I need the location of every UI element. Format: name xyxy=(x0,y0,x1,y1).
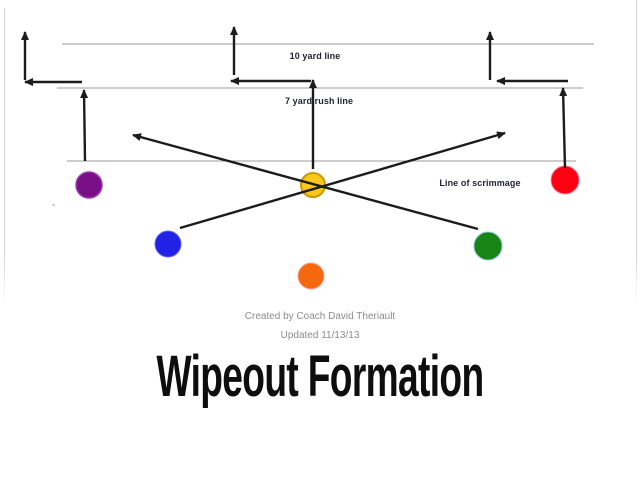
back-orange-player xyxy=(297,262,325,290)
slide-left-edge xyxy=(4,8,5,302)
slide-right-edge xyxy=(636,0,637,302)
receiver-purple-player xyxy=(75,171,103,199)
updated-line: Updated 11/13/13 xyxy=(280,330,360,341)
blue-cross-route-arrow xyxy=(179,131,506,230)
credit-line: Created by Coach David Theriault xyxy=(244,311,396,322)
seven-yard-rush-line-label: 7 yard rush line xyxy=(285,96,353,106)
left-route-up-arrow xyxy=(80,89,89,162)
green-cross-route-arrow xyxy=(132,133,479,231)
receiver-red-player xyxy=(550,165,580,195)
back-green-player xyxy=(473,231,503,261)
caption-block: Created by Coach David Theriault Updated… xyxy=(0,308,640,409)
back-blue-player xyxy=(154,230,182,258)
line-of-scrimmage-label: Line of scrimmage xyxy=(439,178,520,188)
slide-title: Wipeout Formation xyxy=(156,344,485,409)
stray-dot-artifact xyxy=(52,204,55,206)
ten-yard-line-label: 10 yard line xyxy=(290,51,341,61)
right-route-up-arrow xyxy=(559,87,568,169)
